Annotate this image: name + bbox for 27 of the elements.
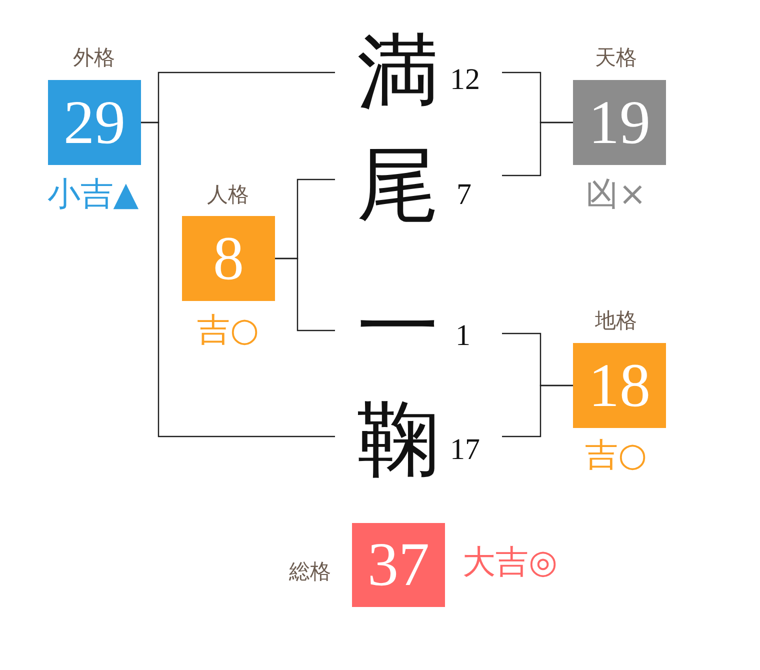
fortune-result: 凶× [586,176,646,212]
score-tile: 19 [573,80,666,165]
fortune-result: 吉○ [197,312,259,348]
stroke-count: 7 [456,180,472,210]
connector-line [502,122,573,176]
name-character: 尾 [357,145,439,227]
fortune-result: 吉○ [585,436,647,474]
stroke-count: 12 [450,65,480,95]
stroke-count: 1 [456,321,470,351]
connector-line [502,384,573,438]
name-character: 一 [357,287,439,369]
score-tile: 37 [352,523,445,607]
grade-label: 天格 [595,45,637,71]
score-tile: 29 [48,80,141,165]
grade-label: 地格 [595,308,637,334]
grade-label: 人格 [207,182,249,208]
connector-line [275,258,335,332]
stroke-count: 17 [450,435,480,465]
grade-label: 外格 [73,45,115,71]
grade-label: 総格 [289,559,331,585]
score-tile: 18 [573,343,666,428]
connector-line [141,122,335,438]
score-tile: 8 [182,216,275,301]
name-character: 鞠 [357,399,439,481]
fortune-result: 小吉▲ [47,176,139,212]
name-character: 満 [357,32,439,114]
fortune-result: 大吉◎ [462,544,558,580]
